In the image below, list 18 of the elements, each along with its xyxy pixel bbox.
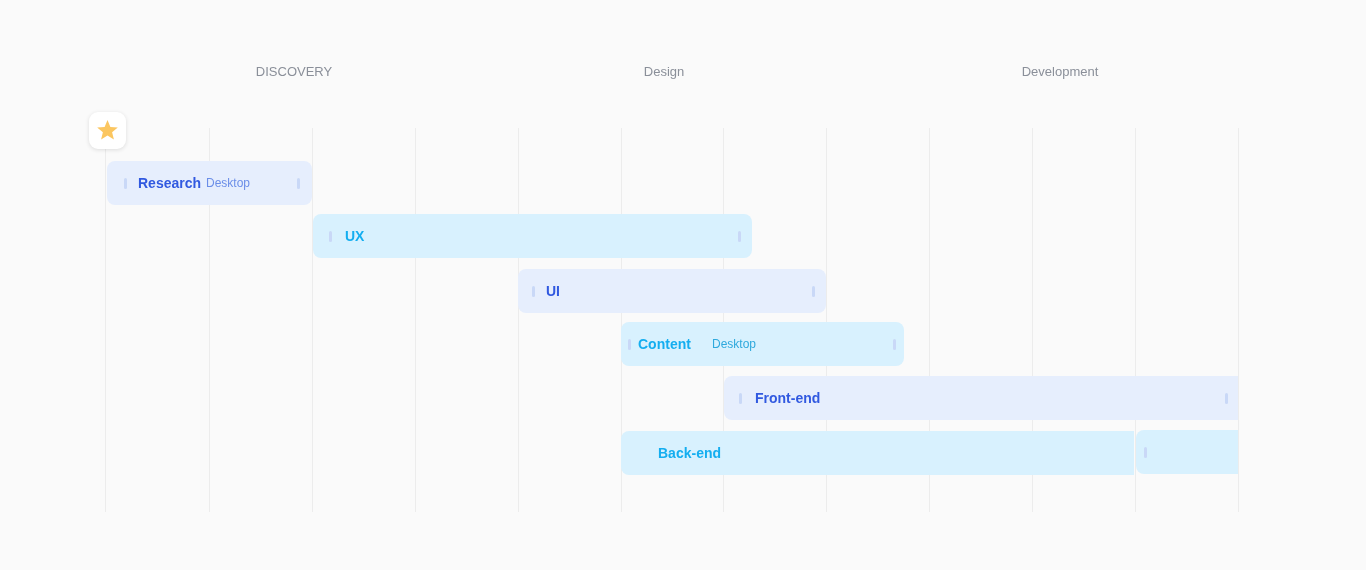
phase-heading: Design bbox=[643, 64, 685, 79]
task-bar bbox=[724, 376, 1238, 420]
task-name: UX bbox=[345, 228, 365, 244]
task-bar bbox=[107, 161, 312, 205]
task-bar bbox=[621, 322, 904, 366]
phase-heading: Development bbox=[1021, 64, 1099, 79]
platform-tag: Desktop bbox=[712, 337, 757, 351]
task-name: Back-end bbox=[658, 445, 722, 461]
task-name: Research bbox=[138, 175, 202, 191]
task-bar bbox=[313, 214, 752, 258]
task-name: Content bbox=[638, 336, 691, 352]
task-bar bbox=[621, 431, 1134, 475]
task-bar bbox=[518, 269, 826, 313]
task-name: UI bbox=[546, 283, 560, 299]
phase-heading: DISCOVERY bbox=[255, 64, 333, 79]
task-name: Front-end bbox=[755, 390, 821, 406]
platform-tag: Desktop bbox=[206, 176, 251, 190]
task-bar bbox=[1136, 430, 1238, 474]
